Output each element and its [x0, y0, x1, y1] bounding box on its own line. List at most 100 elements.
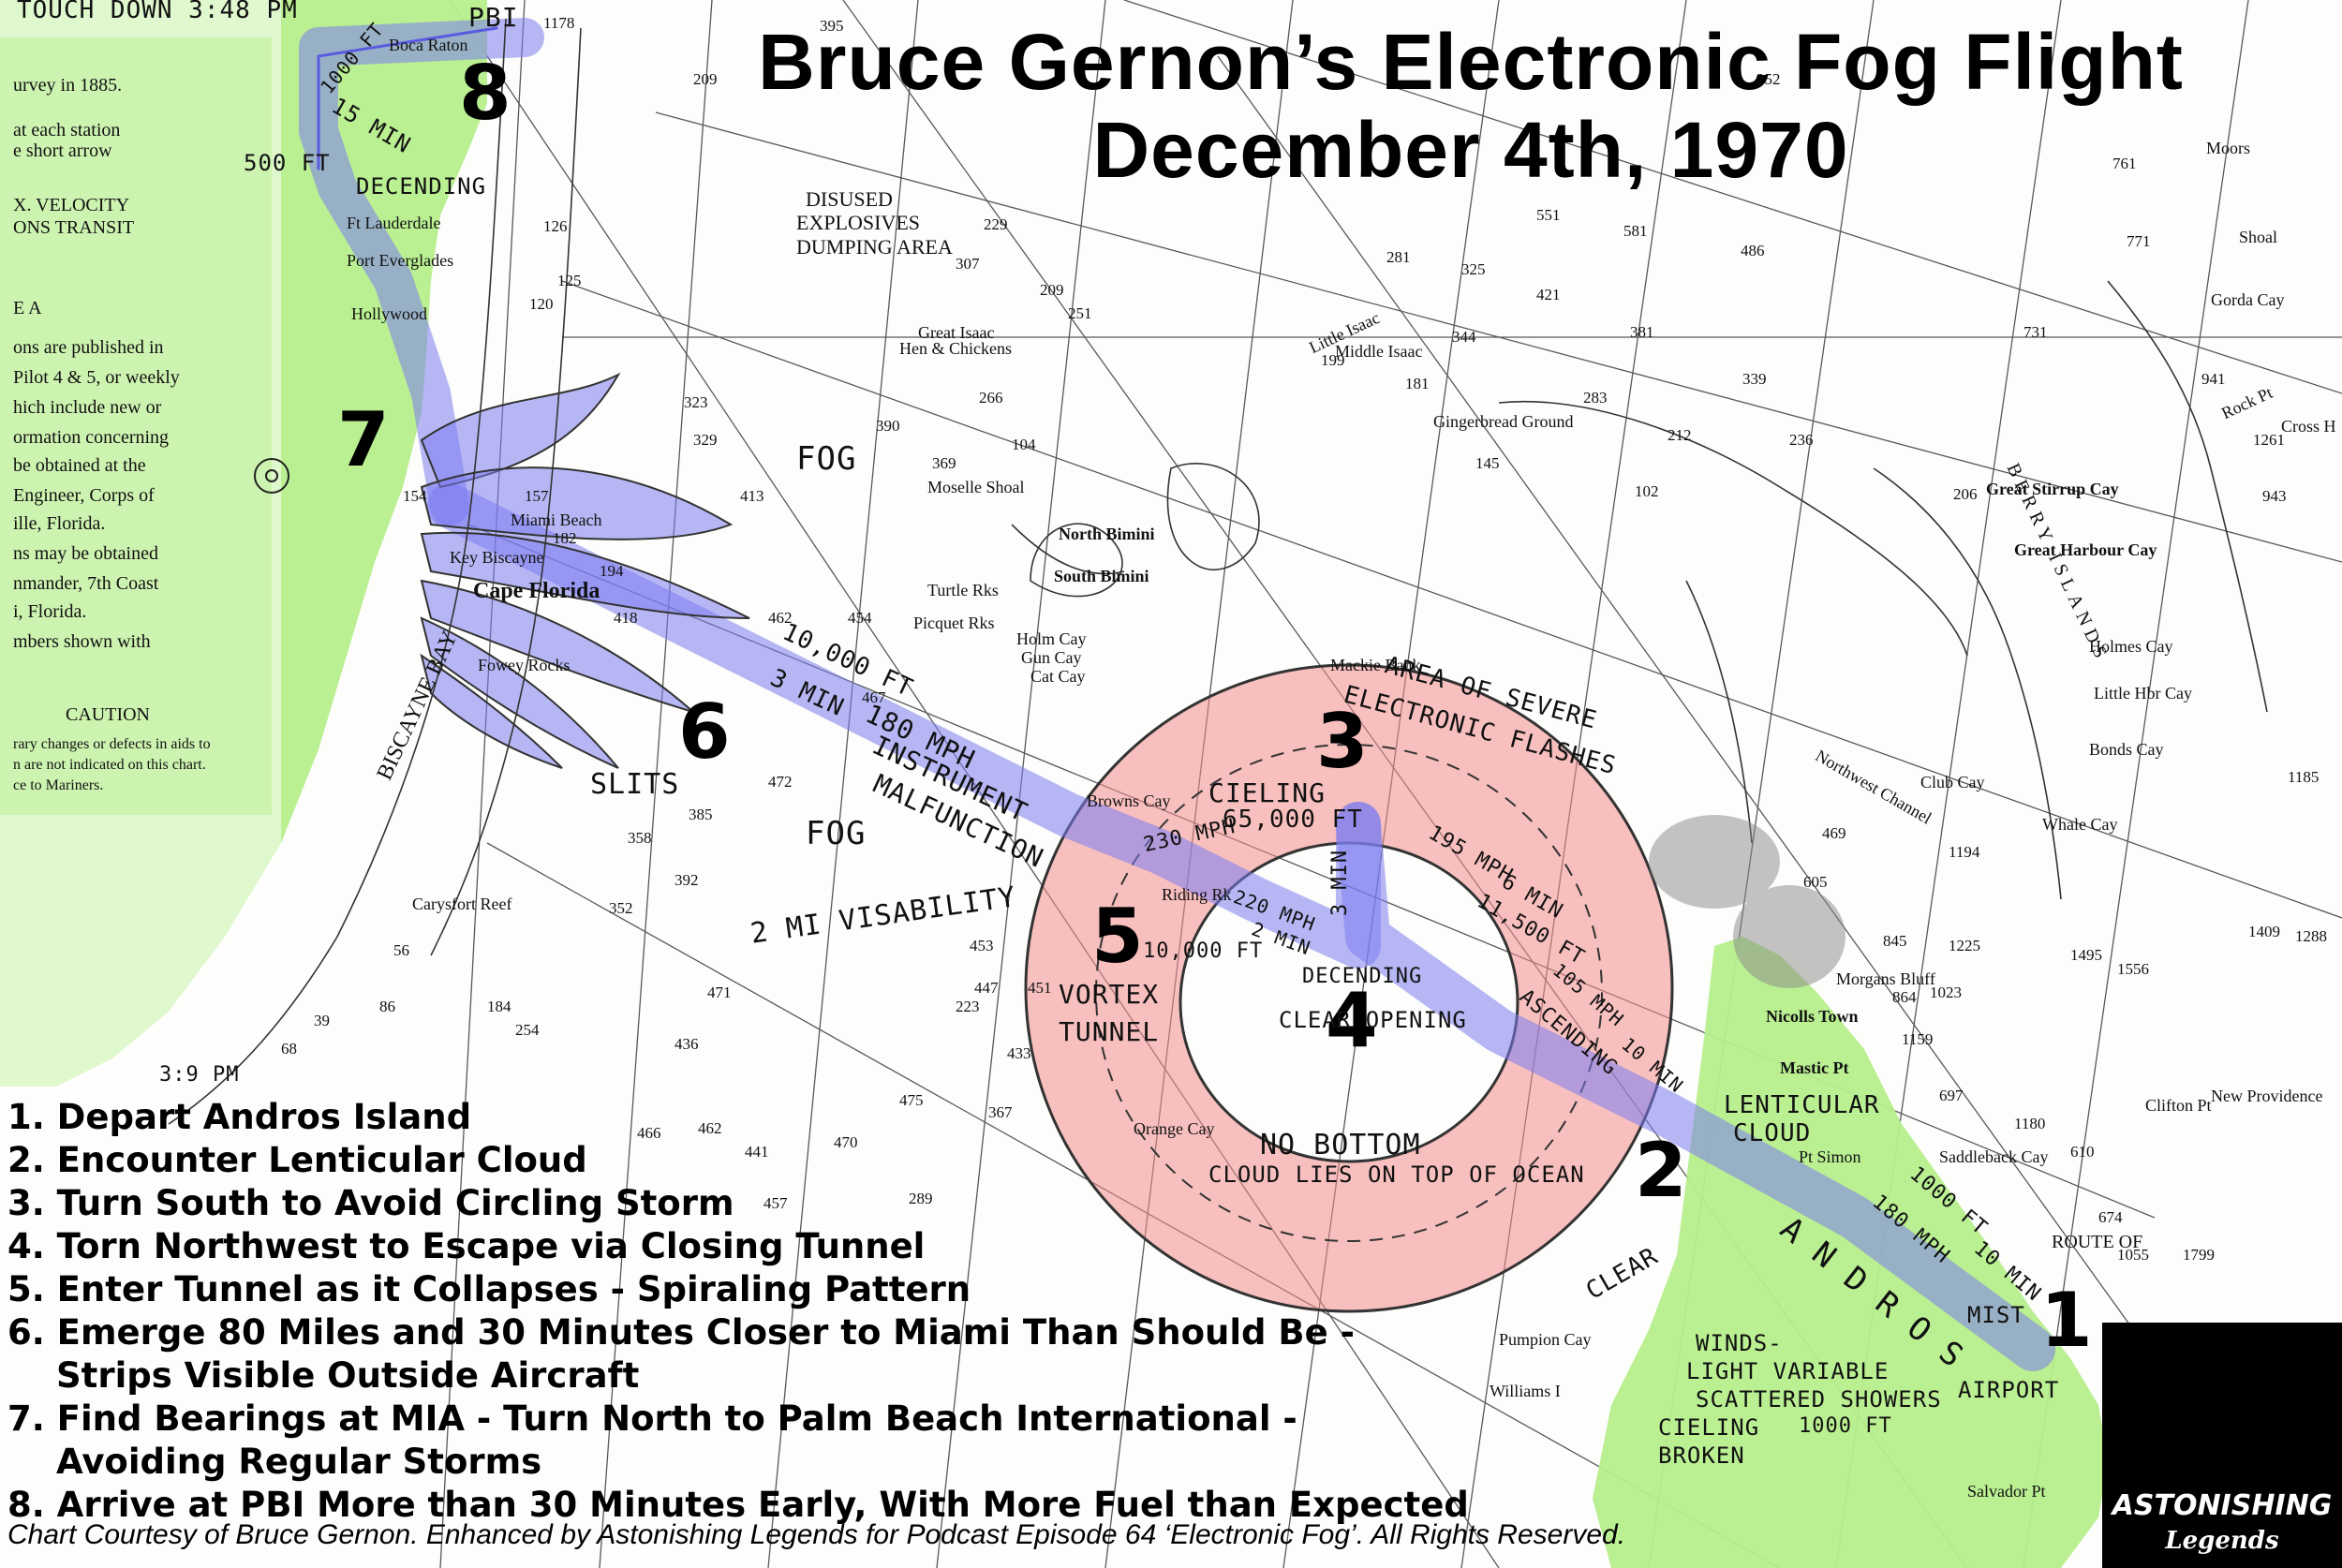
place-label: Boca Raton: [389, 36, 468, 54]
waypoint-3: 3: [1316, 698, 1369, 785]
mist-note: MIST: [1967, 1302, 2025, 1328]
legend-item-6-cont: Strips Visible Outside Aircraft: [56, 1355, 640, 1396]
waypoint-8: 8: [459, 50, 511, 137]
depth-sounding: 470: [834, 1133, 858, 1151]
depth-sounding: 472: [768, 773, 793, 791]
chart-note: ONS TRANSIT: [13, 217, 135, 238]
depth-sounding: 344: [1452, 328, 1476, 346]
depth-sounding: 86: [379, 998, 395, 1015]
chart-note: ons are published in: [13, 337, 164, 358]
map-title: Bruce Gernon’s Electronic Fog Flight: [758, 18, 2184, 106]
depth-sounding: 462: [768, 609, 793, 627]
depth-sounding: 454: [848, 609, 872, 627]
depth-sounding: 251: [1068, 304, 1092, 322]
legend-item-7-cont: Avoiding Regular Storms: [56, 1442, 542, 1482]
depth-sounding: 1194: [1949, 843, 1980, 861]
chart-note: n are not indicated on this chart.: [13, 757, 206, 773]
clear-opening-note: CLEAR OPENING: [1279, 1007, 1467, 1033]
depth-sounding: 475: [899, 1091, 924, 1109]
chart-note: ille, Florida.: [13, 513, 106, 534]
tunnel-note: TUNNEL: [1059, 1016, 1160, 1047]
logo-subtitle: Legends: [2165, 1527, 2279, 1555]
place-label: Williams I: [1490, 1382, 1561, 1400]
place-label: Holmes Cay: [2089, 637, 2173, 656]
depth-sounding: 252: [1756, 70, 1781, 88]
depth-sounding: 184: [487, 998, 511, 1015]
pbi-label: PBI: [468, 2, 519, 33]
legend-item-2: 2. Encounter Lenticular Cloud: [7, 1140, 587, 1180]
chart-note: CAUTION: [66, 704, 150, 725]
place-label: Bonds Cay: [2089, 740, 2164, 759]
astonishing-legends-logo: ASTONISHING Legends: [2102, 1323, 2342, 1568]
place-label: Orange Cay: [1134, 1119, 1215, 1138]
depth-sounding: 381: [1630, 323, 1654, 341]
place-label: Clifton Pt: [2145, 1096, 2212, 1115]
depth-sounding: 731: [2023, 323, 2048, 341]
depth-sounding: 209: [693, 70, 718, 88]
chart-note: ce to Mariners.: [13, 777, 104, 793]
depth-sounding: 471: [707, 984, 732, 1001]
vortex-note: VORTEX: [1059, 979, 1160, 1010]
scattered-note: SCATTERED SHOWERS: [1696, 1386, 1942, 1413]
depth-sounding: 283: [1583, 389, 1608, 407]
logo-wordmark: ASTONISHING: [2112, 1489, 2333, 1522]
depth-sounding: 1556: [2117, 960, 2149, 978]
depth-sounding: 325: [1461, 260, 1486, 278]
depth-sounding: 212: [1668, 426, 1692, 444]
lenticular-note: LENTICULAR: [1724, 1091, 1880, 1119]
chart-note: urvey in 1885.: [13, 75, 123, 96]
depth-sounding: 1409: [2248, 923, 2280, 940]
depth-sounding: 1495: [2070, 946, 2102, 964]
depth-sounding: 56: [393, 941, 409, 959]
depth-sounding: 223: [956, 998, 980, 1015]
depth-sounding: 266: [979, 389, 1003, 407]
cloud-note: CLOUD: [1733, 1119, 1812, 1147]
place-label: Moselle Shoal: [927, 478, 1025, 496]
winds-note: WINDS-: [1696, 1330, 1783, 1356]
depth-sounding: 68: [281, 1040, 297, 1058]
depth-sounding: 697: [1939, 1087, 1964, 1104]
depth-sounding: 1185: [2288, 768, 2320, 786]
place-label: Moors: [2206, 139, 2251, 157]
depth-sounding: 436: [674, 1035, 699, 1053]
place-label: Mastic Pt: [1780, 1058, 1849, 1077]
decending-top-note: DECENDING: [356, 173, 487, 200]
waypoint-1: 1: [2040, 1277, 2093, 1364]
waypoint-7: 7: [337, 396, 390, 483]
legend-item-8: 8. Arrive at PBI More than 30 Minutes Ea…: [7, 1485, 1469, 1525]
place-label: Cat Cay: [1030, 667, 1086, 686]
waypoint-5: 5: [1091, 893, 1144, 980]
waypoint-4: 4: [1326, 977, 1378, 1064]
place-label: ROUTE OF: [2052, 1232, 2143, 1252]
depth-sounding: 390: [876, 417, 900, 435]
place-label: Shoal: [2239, 228, 2278, 246]
chart-note: be obtained at the: [13, 455, 146, 476]
depth-sounding: 182: [553, 529, 577, 547]
chart-note: at each station: [13, 120, 121, 141]
place-label: Great Isaac: [918, 323, 995, 342]
waypoint-6: 6: [678, 688, 731, 776]
place-label: Mackie Bank: [1330, 656, 1421, 674]
place-label: Ft Lauderdale: [347, 214, 441, 232]
depth-sounding: 145: [1475, 454, 1500, 472]
legend-item-6: 6. Emerge 80 Miles and 30 Minutes Closer…: [7, 1312, 1355, 1353]
depth-sounding: 206: [1953, 485, 1978, 503]
depth-sounding: 1178: [543, 14, 575, 32]
depth-sounding: 323: [684, 393, 708, 411]
depth-sounding: 281: [1386, 248, 1411, 266]
depth-sounding: 181: [1405, 375, 1430, 392]
depth-sounding: 421: [1536, 286, 1561, 303]
depth-sounding: 605: [1803, 873, 1828, 891]
depth-sounding: 467: [862, 688, 886, 706]
slits-note: SLITS: [590, 768, 680, 801]
cieling-note: CIELING: [1208, 777, 1327, 808]
cieling2-note: CIELING: [1658, 1414, 1760, 1441]
depth-sounding: 462: [698, 1119, 722, 1137]
depth-sounding: 1159: [1902, 1030, 1934, 1048]
chart-note: ormation concerning: [13, 427, 170, 448]
place-label: New Providence: [2211, 1087, 2323, 1105]
depth-sounding: 367: [988, 1103, 1013, 1121]
depth-sounding: 289: [909, 1190, 933, 1207]
legend-item-5: 5. Enter Tunnel as it Collapses - Spiral…: [7, 1269, 971, 1309]
depth-sounding: 339: [1742, 370, 1767, 388]
